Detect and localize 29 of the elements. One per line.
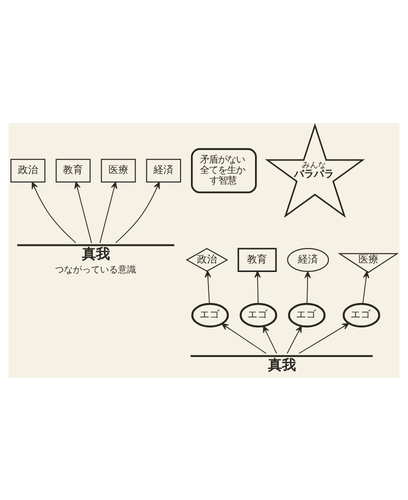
node-label: つながっている意識 xyxy=(55,265,136,276)
node-box: 医療 xyxy=(100,158,136,182)
node-box: 矛盾がない全てを生かす智慧 xyxy=(190,148,257,193)
node-box xyxy=(17,244,174,246)
node-ellipse: エゴ xyxy=(191,302,229,327)
node-ellipse: エゴ xyxy=(288,302,326,327)
arrow xyxy=(204,270,212,304)
arrow xyxy=(115,181,160,243)
arrow xyxy=(362,270,370,304)
node-box: 経済 xyxy=(146,158,182,182)
arrow xyxy=(32,181,76,243)
node-box: 政治 xyxy=(10,158,46,182)
arrow xyxy=(286,325,302,354)
node-label: 真我 xyxy=(82,246,110,262)
arrow xyxy=(254,270,261,304)
arrow xyxy=(298,322,350,354)
node-ellipse: エゴ xyxy=(240,302,278,327)
arrow xyxy=(100,181,118,243)
node-label: 真我 xyxy=(268,356,296,373)
node-diamond: 政治 xyxy=(186,248,228,272)
arrow xyxy=(304,270,311,304)
node-ellipse: 経済 xyxy=(287,247,329,272)
arrow xyxy=(74,181,92,243)
node-box xyxy=(190,354,373,356)
node-ellipse: エゴ xyxy=(342,302,380,327)
arrow xyxy=(262,325,278,354)
node-box: 教育 xyxy=(56,158,91,182)
arrow xyxy=(221,322,267,354)
node-box: 教育 xyxy=(238,247,277,272)
